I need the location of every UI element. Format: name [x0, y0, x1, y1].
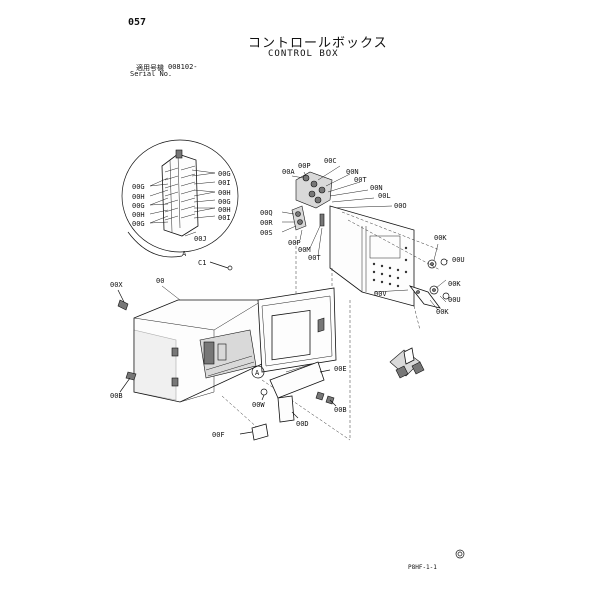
label-t1: 00T	[354, 176, 367, 184]
label-w: 00W	[252, 401, 265, 409]
page-title-japanese: コントロールボックス	[248, 36, 388, 51]
label-p2: 00P	[288, 239, 301, 247]
label-u2: 00U	[448, 296, 461, 304]
page-number: 057	[128, 17, 147, 28]
label-v: 00V	[374, 290, 387, 298]
label-d: 00D	[296, 420, 309, 428]
label-detail-right-1: 00G	[218, 170, 231, 178]
label-a: 00A	[282, 168, 295, 176]
label-detail-left-3: 00G	[132, 202, 145, 210]
label-detail-left-1: 00G	[132, 183, 145, 191]
label-detail-right-6: 00I	[218, 214, 231, 222]
label-detail-right-4: 00G	[218, 198, 231, 206]
label-o: 00O	[394, 202, 407, 210]
label-detail-right-5: 00H	[218, 206, 231, 214]
label-k1: 00K	[434, 234, 447, 242]
label-callout-a-bottom: A	[255, 369, 260, 377]
label-b1: 00B	[110, 392, 123, 400]
label-detail-left-4: 00H	[132, 211, 145, 219]
lower-parts	[239, 361, 337, 441]
label-l: 00L	[378, 192, 391, 200]
page-code: P8HF-1-1	[408, 564, 437, 571]
label-q: 00Q	[260, 209, 273, 217]
detail-view-a	[121, 139, 239, 258]
label-c: 00C	[324, 157, 337, 165]
label-s: 00S	[260, 229, 273, 237]
label-c1: C1	[198, 259, 206, 267]
label-f: 00F	[212, 431, 225, 439]
serial-label-japanese: 適用号機	[136, 64, 164, 72]
label-callout-a-top: A	[182, 250, 187, 258]
label-p: 00P	[298, 162, 311, 170]
orientation-icon	[389, 347, 425, 379]
label-detail-left-2: 00H	[132, 193, 145, 201]
label-r: 00R	[260, 219, 273, 227]
control-box	[117, 261, 351, 441]
page-title-english: CONTROL BOX	[268, 49, 339, 59]
label-n1: 00N	[346, 168, 359, 176]
label-k3: 00K	[436, 308, 449, 316]
part-labels: 00G 00H 00G 00H 00G 00G 00I 00H 00G 00H …	[110, 157, 465, 439]
label-u1: 00U	[452, 256, 465, 264]
relay-cluster	[281, 165, 393, 257]
footer-symbol	[455, 549, 465, 559]
label-k2: 00K	[448, 280, 461, 288]
label-b2: 00B	[334, 406, 347, 414]
label-detail-right-3: 00H	[218, 189, 231, 197]
serial-number-value: 008102-	[168, 63, 198, 71]
label-m: 00M	[298, 246, 311, 254]
label-box: 00	[156, 277, 164, 285]
label-detail-bottom: 00J	[194, 235, 207, 243]
label-t2: 00T	[308, 254, 321, 262]
hardware-small-parts	[373, 243, 450, 311]
label-x: 00X	[110, 281, 123, 289]
label-detail-right-2: 00I	[218, 179, 231, 187]
label-n2: 00N	[370, 184, 383, 192]
serial-label-english: Serial No.	[130, 70, 173, 78]
label-e: 00E	[334, 365, 347, 373]
label-detail-left-5: 00G	[132, 220, 145, 228]
